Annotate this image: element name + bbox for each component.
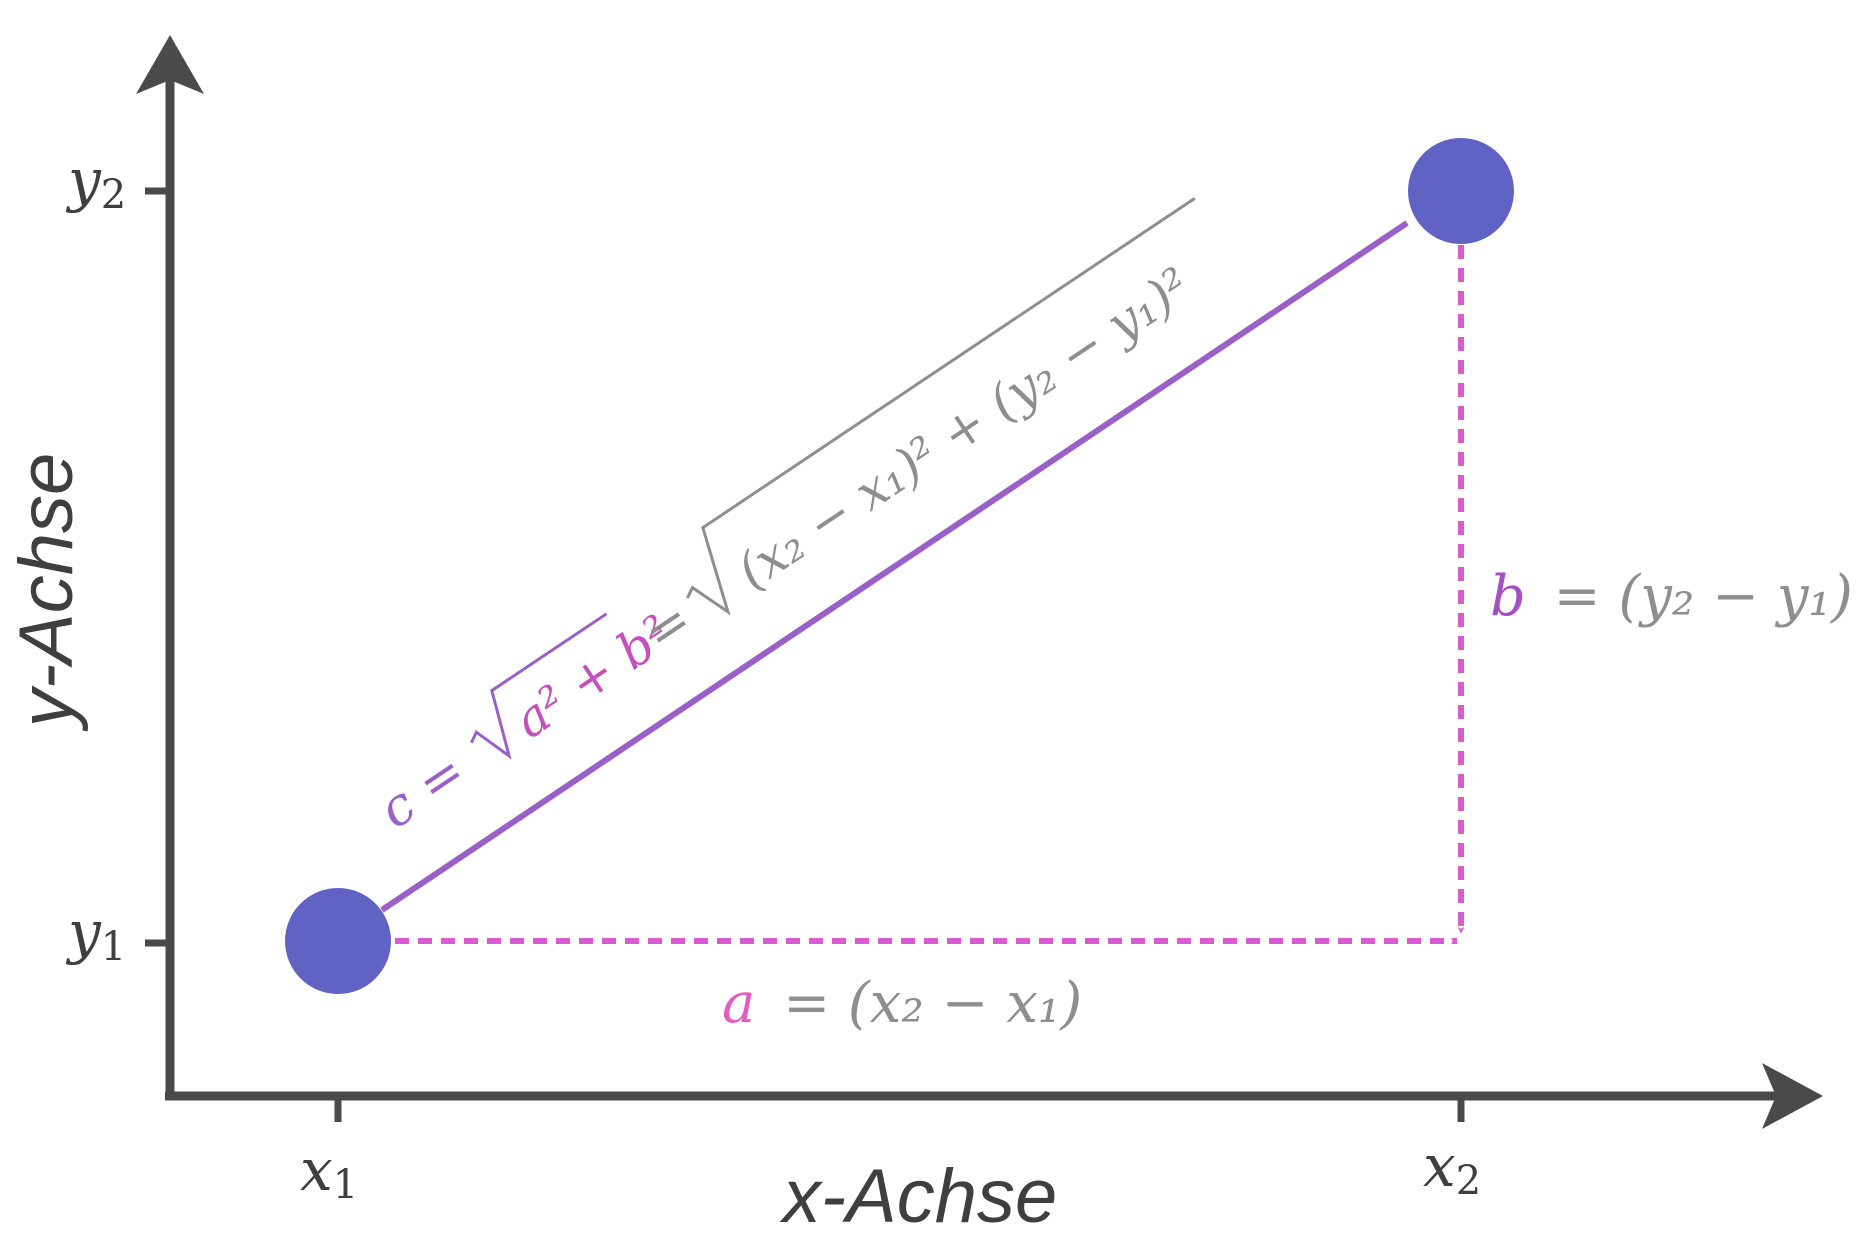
label-a: a = (x₂ − x₁)	[722, 971, 1082, 1036]
hypotenuse-arrow	[380, 220, 1409, 913]
radical-sign-small	[470, 612, 608, 760]
x-tick-label-2: x2	[1423, 1132, 1481, 1204]
label-a-expr: = (x₂ − x₁)	[783, 971, 1082, 1036]
label-b-var: b	[1490, 564, 1526, 629]
tick-labels: x1 x2 y1 y2	[65, 146, 1481, 1208]
formula-c-prefix: c =	[369, 741, 477, 840]
label-a-var: a	[722, 971, 755, 1036]
formula-c-full: (x₂ − x₁)² + (y₂ − y₁)²	[727, 256, 1202, 600]
label-b: b = (y₂ − y₁)	[1490, 564, 1853, 629]
x-tick-label-1: x1	[300, 1136, 358, 1208]
point-p2	[1408, 138, 1514, 244]
point-p1	[285, 888, 391, 994]
x-axis-title: x-Achse	[779, 1154, 1058, 1234]
formula-c: c = a² + b² = (x₂ − x₁)² + (y₂ − y₁)²	[369, 197, 1202, 841]
y-axis-title: y-Achse	[4, 453, 89, 733]
radical-sign-large	[686, 197, 1196, 616]
y-tick-label-2: y2	[65, 146, 126, 218]
label-b-expr: = (y₂ − y₁)	[1554, 564, 1853, 629]
y-tick-label-1: y1	[65, 898, 126, 970]
y-axis-arrowhead	[136, 35, 204, 94]
axes	[136, 35, 1823, 1129]
x-axis-arrowhead	[1762, 1063, 1823, 1129]
